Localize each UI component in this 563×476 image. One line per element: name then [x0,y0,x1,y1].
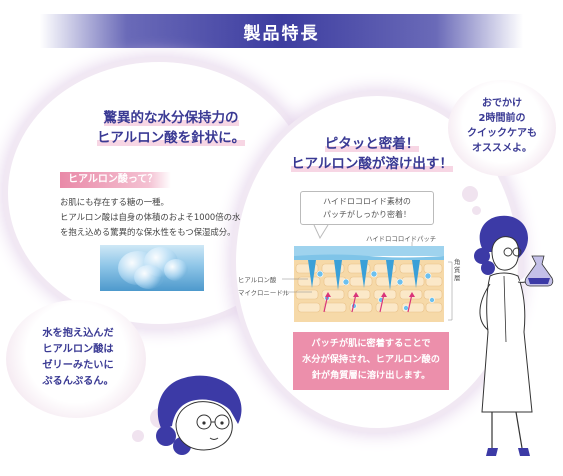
info-line: 水分が保持され、ヒアルロン酸の [302,354,440,365]
patch-label: ハイドロコロイドパッチ [366,235,437,243]
callout-pointer [313,224,329,240]
heading-line: ヒアルロン酸を針状に。 [96,130,246,146]
glasses-lens [503,247,513,257]
speech-line: ぷるんぷるん。 [42,376,114,387]
title-bar: 製品特長 [40,14,523,48]
description-line: お肌にも存在する糖の一種。 [60,197,169,207]
glasses-lens [512,247,522,257]
info-line: パッチが肌に密着することで [311,338,431,349]
speech-line: 水を抱え込んだ [42,328,114,339]
face [175,401,233,451]
micro-needle-label: マイクロニードル [238,289,289,297]
hair-curl [156,426,176,446]
jelly-speech-text: 水を抱え込んだ ヒアルロン酸は ゼリーみたいに ぷるんぷるん。 [30,326,126,390]
description-line: を抱え込める驚異的な保水性をもつ保湿成分。 [60,227,236,237]
callout-line: ハイドロコロイド素材の [323,197,411,206]
hyaluronic-acid-description: お肌にも存在する糖の一種。 ヒアルロン酸は自身の体積のおよそ1000倍の水 を抱… [60,195,274,240]
quick-care-speech-text: おでかけ 2時間前の クイックケアも オススメよ。 [458,96,546,156]
heading-line: ヒアルロン酸が溶け出す！ [291,156,453,172]
hair-curl [481,261,495,275]
lab-coat [481,272,533,413]
hydrocolloid-patch-layer [294,246,444,256]
quick-care-speech-bubble [448,80,556,176]
patch-callout: ハイドロコロイド素材の パッチがしっかり密着！ [300,191,434,225]
description-line: ヒアルロン酸は自身の体積のおよそ1000倍の水 [60,212,241,222]
scientist-woman-illustration [474,215,554,456]
callout-line: パッチがしっかり密着！ [323,210,411,219]
speech-line: ゼリーみたいに [42,360,114,371]
heading-line: 驚異的な水分保持力の [103,110,239,126]
speech-line: オススメよ。 [472,143,532,154]
leader-lines [282,242,453,321]
speech-line: おでかけ [482,98,522,109]
face [491,236,520,271]
speech-line: ヒアルロン酸は [42,344,114,355]
hyaluronic-acid-label: ヒアルロン酸 [238,276,277,284]
skin-patch-diagram [282,224,453,322]
hair-curl [474,248,490,264]
stratum-corneum-label: 角質層 [454,258,461,282]
hair-top [202,383,224,392]
mouth [209,437,219,440]
water-droplets [316,270,435,311]
shoe [486,448,498,456]
speech-line: クイックケアも [467,128,537,139]
thought-dot [472,206,481,215]
hyaluronic-acid-tag: ヒアルロン酸って？ [60,172,172,188]
speech-line: 2時間前の [478,113,526,124]
arm [479,283,491,331]
girl-head-illustration [156,375,242,455]
info-line: 針が角質層に溶け出します。 [311,370,431,381]
eye [220,421,224,425]
release-arrowheads [325,292,415,297]
shoe [518,448,530,456]
heading-line: ピタッと密着！ [324,136,420,152]
coat-seam [503,275,507,343]
water-retention-heading: 驚異的な水分保持力の ヒアルロン酸を針状に。 [66,108,276,148]
micro-needles [308,260,420,290]
eye [202,421,206,425]
hyaluronic-gel-photo [100,245,204,291]
jelly-speech-bubble [6,300,146,418]
patch-underside [294,254,444,260]
stratum-cells [295,263,443,313]
page-title: 製品特長 [243,23,320,44]
adhesion-heading: ピタッと密着！ ヒアルロン酸が溶け出す！ [262,134,482,174]
thought-dot [462,186,478,202]
flask-liquid [528,278,550,284]
info-box: パッチが肌に密着することで 水分が保持され、ヒアルロン酸の 針が角質層に溶け出し… [293,332,449,390]
thought-dot [132,430,144,442]
leg [515,411,523,449]
